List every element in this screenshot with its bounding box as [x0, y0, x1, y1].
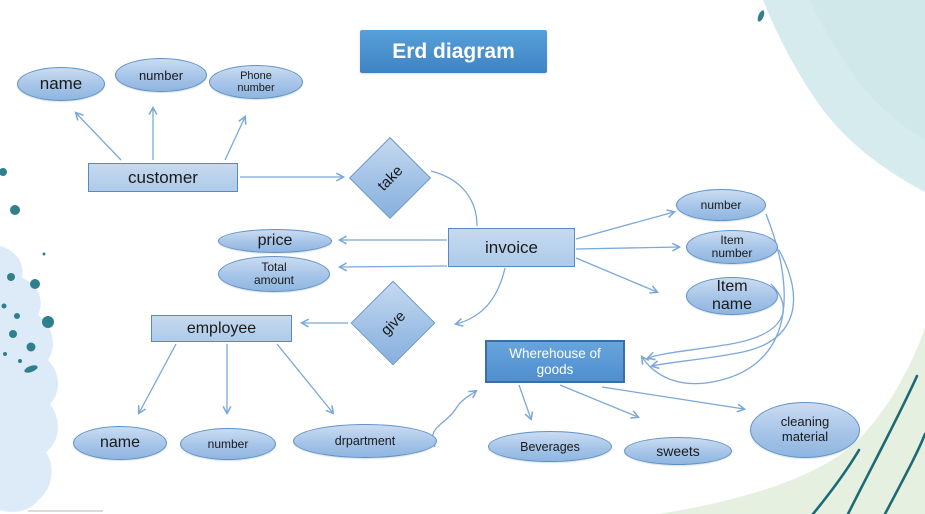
attribute-beverages: Beverages	[488, 431, 612, 462]
arrow-customer-name	[74, 111, 122, 161]
take-label: take	[373, 161, 407, 195]
arrow-warehouse-cleaning	[601, 386, 747, 413]
grass-stems	[811, 374, 925, 514]
curve-itemname-warehouse	[645, 283, 784, 361]
arrow-warehouse-sweets	[559, 384, 641, 419]
arrow-invoice-itemname	[575, 257, 660, 294]
attribute-sweets: sweets	[624, 437, 732, 465]
attribute-employee-name: name	[73, 426, 167, 460]
attribute-customer-number: number	[115, 58, 207, 92]
arrow-warehouse-beverages	[518, 384, 534, 422]
itemname-line2: name	[711, 296, 753, 313]
entity-invoice: invoice	[448, 228, 575, 267]
teal-dots	[0, 168, 54, 373]
attribute-customer-name: name	[17, 67, 105, 101]
total-line2: amount	[253, 273, 295, 287]
relationship-take: take	[348, 136, 432, 220]
arrow-invoice-number	[575, 209, 677, 240]
cleaning-line1: cleaning	[780, 414, 830, 430]
phone-line2: number	[237, 82, 275, 94]
attribute-price: price	[218, 229, 332, 253]
entity-customer: customer	[88, 163, 238, 192]
page-title: Erd diagram	[360, 30, 547, 73]
curve-number-warehouse	[640, 213, 785, 385]
arrow-invoice-itemnumber	[575, 242, 682, 252]
warehouse-label-line2: goods	[536, 361, 574, 377]
itemnumber-line2: number	[711, 246, 753, 260]
attribute-invoice-number: number	[676, 189, 766, 221]
cleaning-line2: material	[781, 429, 829, 444]
arrow-invoice-total	[337, 262, 448, 272]
attribute-employee-number: number	[180, 428, 276, 460]
curve-invoice-give	[453, 267, 506, 327]
curve-itemnumber-warehouse	[649, 249, 795, 370]
attribute-item-number: Item number	[686, 230, 778, 264]
attribute-total-amount: Total amount	[218, 256, 330, 292]
attribute-department: drpartment	[293, 424, 437, 458]
watercolor-bottom-right	[658, 328, 925, 514]
phone-line1: Phone	[240, 69, 272, 82]
watercolor-left	[0, 246, 59, 512]
attribute-item-name: Item name	[686, 277, 778, 315]
entity-warehouse: Wherehouse of goods	[485, 340, 625, 383]
relationship-give: give	[350, 280, 436, 366]
arrow-employee-department	[276, 343, 335, 415]
itemname-line1: Item	[716, 278, 748, 296]
attribute-customer-phone-number: Phone number	[209, 65, 303, 99]
watercolor-top-right-inner	[810, 0, 925, 140]
arrow-employee-name	[137, 343, 177, 415]
curve-take-invoice	[430, 170, 478, 227]
itemnumber-line1: Item	[720, 232, 744, 247]
warehouse-label-line1: Wherehouse of	[509, 346, 601, 362]
entity-employee: employee	[151, 315, 292, 342]
teal-leaf-top	[757, 10, 765, 22]
arrow-customer-phone	[224, 115, 247, 161]
give-label: give	[377, 307, 409, 339]
curve-department-warehouse	[432, 389, 478, 448]
total-line1: Total	[261, 259, 287, 274]
attribute-cleaning-material: cleaning material	[750, 402, 860, 458]
